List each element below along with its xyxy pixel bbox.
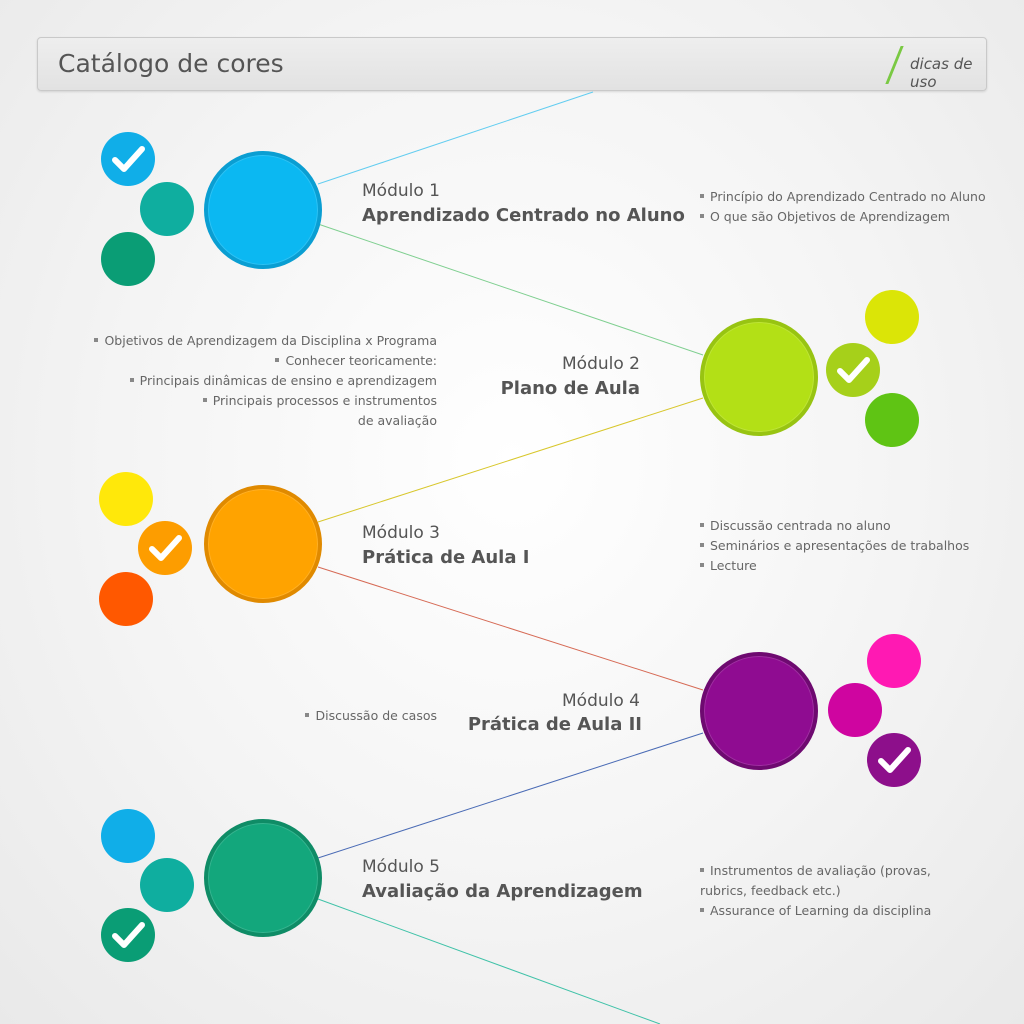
module-5-swatch-2[interactable] <box>140 858 194 912</box>
tips-link[interactable]: dicas de uso <box>910 55 973 91</box>
connector-3-4 <box>317 566 704 691</box>
connector-1-2 <box>317 223 704 356</box>
module-1-title: Aprendizado Centrado no Aluno <box>362 205 685 226</box>
module-1-bullets: Princípio do Aprendizado Centrado no Alu… <box>700 187 986 227</box>
module-3-bullets: Discussão centrada no aluno Seminários e… <box>700 516 969 576</box>
module-4-swatch-3[interactable] <box>867 733 921 787</box>
list-item: Princípio do Aprendizado Centrado no Alu… <box>700 187 986 207</box>
list-item: Objetivos de Aprendizagem da Disciplina … <box>94 331 437 351</box>
page-title: Catálogo de cores <box>58 49 284 78</box>
module-4-swatch-2[interactable] <box>828 683 882 737</box>
connector-4-5 <box>317 732 704 859</box>
module-3-swatch-3[interactable] <box>99 572 153 626</box>
module-5-circle[interactable] <box>204 819 322 937</box>
module-3-title: Prática de Aula I <box>362 547 530 568</box>
module-1-swatch-3[interactable] <box>101 232 155 286</box>
module-4-bullets: Discussão de casos <box>305 706 437 726</box>
module-2-swatch-2[interactable] <box>826 343 880 397</box>
connector-top <box>317 91 594 185</box>
module-5-swatch-1[interactable] <box>101 809 155 863</box>
list-item: Assurance of Learning da disciplina <box>700 901 931 921</box>
module-1-circle[interactable] <box>204 151 322 269</box>
module-5-title: Avaliação da Aprendizagem <box>362 881 643 902</box>
check-icon <box>149 535 182 561</box>
list-item: rubrics, feedback etc.) <box>700 883 841 898</box>
module-2-swatch-3[interactable] <box>865 393 919 447</box>
connector-2-3 <box>317 397 704 523</box>
module-4-swatch-1[interactable] <box>867 634 921 688</box>
check-icon <box>837 357 870 383</box>
module-4-number: Módulo 4 <box>562 691 640 711</box>
module-5-swatch-3[interactable] <box>101 908 155 962</box>
module-1-swatch-2[interactable] <box>140 182 194 236</box>
list-item: Discussão de casos <box>305 706 437 726</box>
check-icon <box>878 747 911 773</box>
module-3-swatch-2[interactable] <box>138 521 192 575</box>
list-item: Discussão centrada no aluno <box>700 516 969 536</box>
list-item: Instrumentos de avaliação (provas, <box>700 861 931 881</box>
module-1-number: Módulo 1 <box>362 181 440 201</box>
module-3-number: Módulo 3 <box>362 523 440 543</box>
check-icon <box>112 922 145 948</box>
module-4-title: Prática de Aula II <box>467 714 642 735</box>
module-2-circle[interactable] <box>700 318 818 436</box>
module-5-bullets: Instrumentos de avaliação (provas, rubri… <box>700 861 931 921</box>
list-item: Principais processos e instrumentos <box>94 391 437 411</box>
module-2-swatch-1[interactable] <box>865 290 919 344</box>
list-item: Lecture <box>700 556 969 576</box>
module-5-number: Módulo 5 <box>362 857 440 877</box>
list-item: de avaliação <box>357 413 437 428</box>
module-2-bullets: Objetivos de Aprendizagem da Disciplina … <box>94 331 437 431</box>
list-item: O que são Objetivos de Aprendizagem <box>700 207 986 227</box>
module-3-circle[interactable] <box>204 485 322 603</box>
module-2-title: Plano de Aula <box>500 378 640 399</box>
module-3-swatch-1[interactable] <box>99 472 153 526</box>
module-1-swatch-1[interactable] <box>101 132 155 186</box>
module-4-circle[interactable] <box>700 652 818 770</box>
module-2-number: Módulo 2 <box>562 354 640 374</box>
connector-bottom <box>317 898 661 1024</box>
list-item: Principais dinâmicas de ensino e aprendi… <box>94 371 437 391</box>
list-item: Conhecer teoricamente: <box>94 351 437 371</box>
list-item: Seminários e apresentações de trabalhos <box>700 536 969 556</box>
check-icon <box>112 146 145 172</box>
header-bar: Catálogo de cores dicas de uso <box>37 37 987 91</box>
